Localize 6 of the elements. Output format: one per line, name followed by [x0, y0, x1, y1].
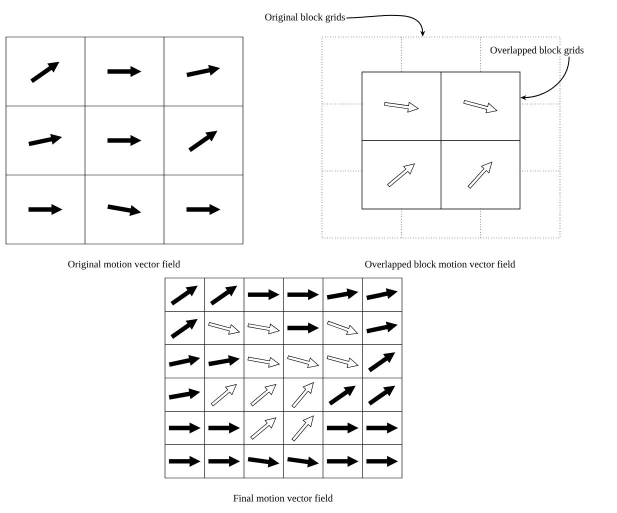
overlapped-grid: [362, 72, 520, 210]
caption: Overlapped block motion vector field: [365, 260, 516, 270]
caption: Original motion vector field: [68, 260, 180, 270]
callout-text: Overlapped block grids: [489, 45, 585, 57]
caption: Final motion vector field: [233, 494, 333, 502]
callout-text: Original block grids: [264, 12, 346, 24]
